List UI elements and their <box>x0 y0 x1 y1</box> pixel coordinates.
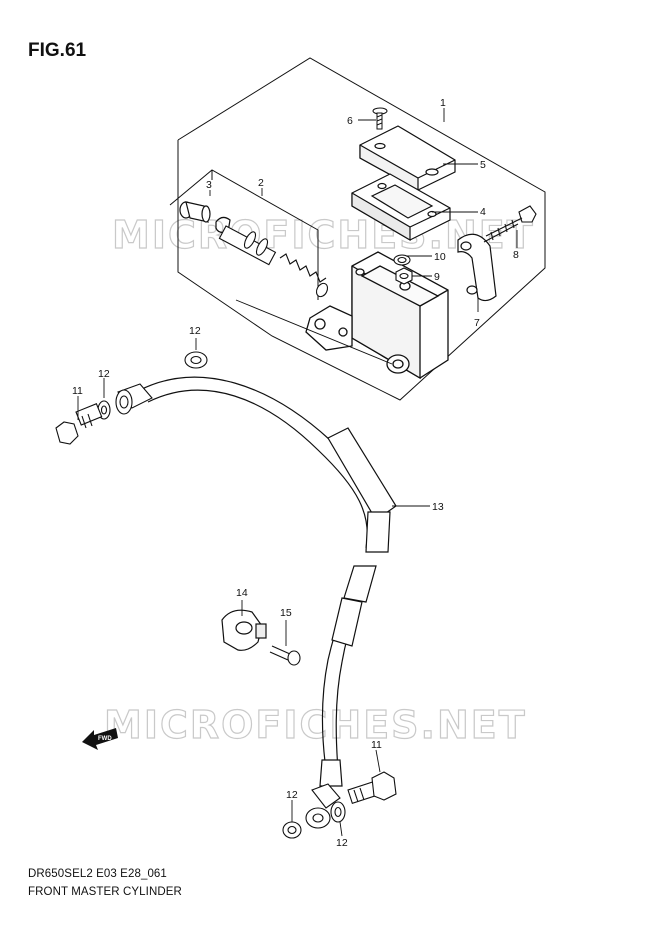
callout-12-lower-left: 12 <box>286 789 298 801</box>
banjo-fitting-lower <box>305 783 341 829</box>
callout-12-upper-left: 12 <box>98 368 110 380</box>
washer-lower-right <box>330 801 346 823</box>
callout-14: 14 <box>236 587 248 599</box>
callout-11-lower: 11 <box>371 739 382 751</box>
callout-1: 1 <box>440 97 446 109</box>
piston-kit-outline <box>169 169 319 300</box>
piston-spring <box>218 225 329 298</box>
diagram-name: FRONT MASTER CYLINDER <box>28 886 182 898</box>
o-ring <box>393 254 411 266</box>
banjo-bolt-lower <box>347 771 397 805</box>
callout-3: 3 <box>206 179 212 191</box>
washer-upper <box>184 351 208 369</box>
diagram-code: DR650SEL2 E03 E28_061 <box>28 868 167 880</box>
banjo-bolt-upper <box>55 403 103 445</box>
hose-guide <box>221 609 267 651</box>
callout-5: 5 <box>480 159 486 171</box>
callout-8: 8 <box>513 249 519 261</box>
forward-arrow-label: FWD <box>98 736 112 742</box>
callout-4: 4 <box>480 206 486 218</box>
banjo-fitting-upper <box>115 383 153 415</box>
bleed-bolt <box>395 267 413 285</box>
callout-2: 2 <box>258 177 264 189</box>
diaphragm <box>351 173 451 242</box>
cap-screw <box>372 107 388 130</box>
reservoir-cap <box>359 125 456 192</box>
assembly-outline <box>177 57 546 401</box>
piston-boot <box>179 201 231 234</box>
callout-6: 6 <box>347 115 353 127</box>
callout-9: 9 <box>434 271 440 283</box>
guide-screw <box>269 645 301 666</box>
callout-12-lower-right: 12 <box>336 837 348 849</box>
callout-11-upper: 11 <box>72 385 83 397</box>
clamp-bolt <box>483 205 537 243</box>
forward-arrow: FWD <box>82 728 118 750</box>
leader-lines <box>77 108 518 837</box>
callout-12-upper: 12 <box>189 325 201 337</box>
callout-15: 15 <box>280 607 292 619</box>
washer-lower-left <box>282 821 302 839</box>
figure-title: FIG.61 <box>28 40 87 61</box>
callout-7: 7 <box>474 317 480 329</box>
watermark-bottom: MICROFICHES.NET <box>104 703 527 747</box>
master-cylinder-body <box>305 251 449 380</box>
callout-13: 13 <box>432 501 444 513</box>
callout-10: 10 <box>434 251 446 263</box>
handlebar-clamp <box>457 233 497 302</box>
brake-hose <box>139 376 397 787</box>
callout-labels: 1 2 3 4 5 6 7 8 9 10 11 12 12 13 14 15 1… <box>72 97 519 849</box>
